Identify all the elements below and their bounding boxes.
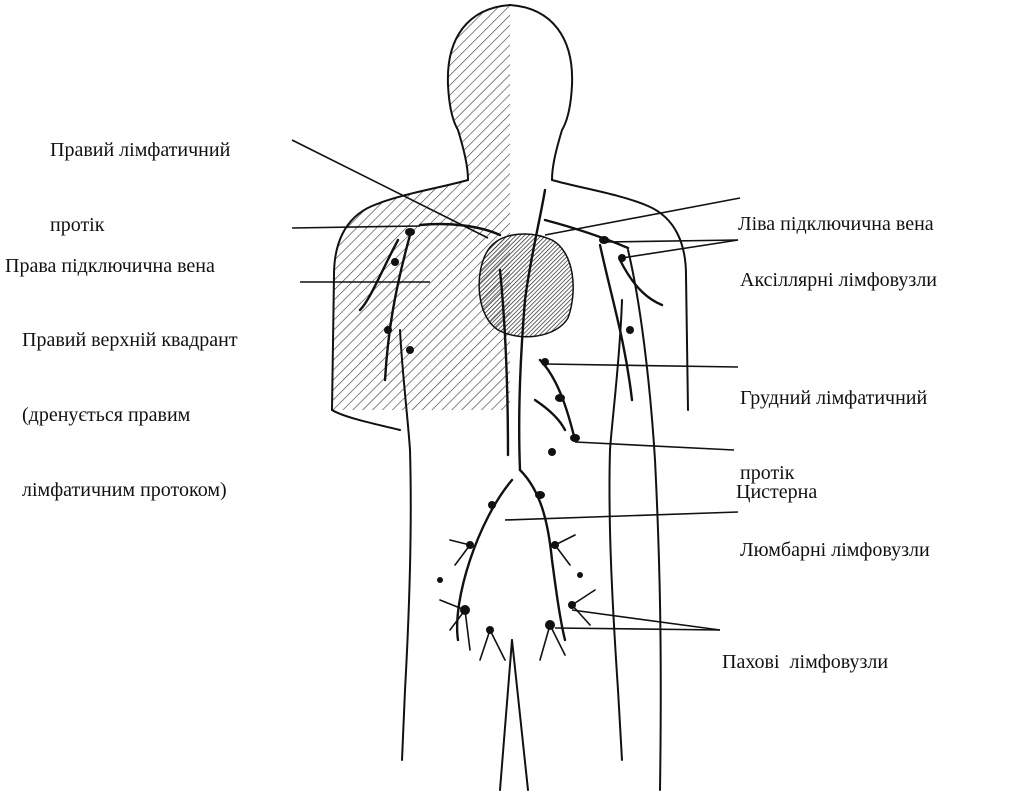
inguinal-branches [440, 535, 595, 660]
label-lumbar-nodes: Люмбарні лімфовузли [740, 488, 930, 613]
right-quadrant-hatched-area [332, 5, 510, 410]
label-right-upper-quadrant: Правий верхній квадрант (дренується прав… [22, 278, 238, 553]
label-inguinal-nodes: Пахові лімфовузли [722, 600, 888, 725]
label-axillary-nodes: Аксіллярні лімфовузли [740, 218, 937, 343]
